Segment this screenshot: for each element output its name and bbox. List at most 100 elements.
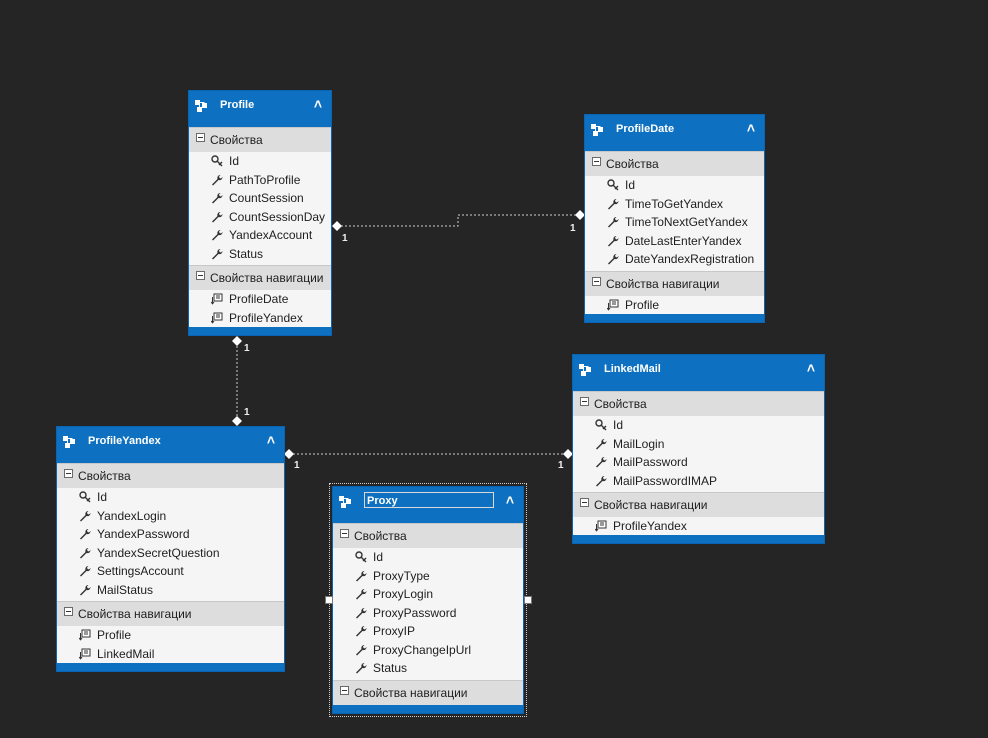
section-label: Свойства xyxy=(210,133,263,147)
navigation-properties-section[interactable]: Свойства навигации xyxy=(573,492,824,517)
navigation-property[interactable]: LinkedMail xyxy=(57,645,284,664)
collapse-toggle-icon[interactable] xyxy=(64,469,73,478)
scalar-property[interactable]: Id xyxy=(189,152,331,171)
scalar-property[interactable]: TimeToGetYandex xyxy=(585,195,764,214)
scalar-property[interactable]: ProxyLogin xyxy=(333,585,523,604)
navigation-properties-section[interactable]: Свойства навигации xyxy=(333,679,523,705)
scalar-property[interactable]: TimeToNextGetYandex xyxy=(585,213,764,232)
wrench-icon xyxy=(595,475,607,487)
association-profile-profiledate[interactable] xyxy=(337,214,580,227)
multiplicity-label: 1 xyxy=(244,343,250,354)
scalar-property[interactable]: SettingsAccount xyxy=(57,562,284,581)
collapse-toggle-icon[interactable] xyxy=(340,685,349,695)
property-list: ProfileYandex xyxy=(573,517,824,538)
resize-handle-left[interactable] xyxy=(325,596,333,604)
scalar-property[interactable]: Status xyxy=(189,245,331,264)
scalar-property[interactable]: Id xyxy=(585,176,764,195)
entity-header[interactable]: ProfileDate˄ xyxy=(585,115,764,151)
entity-header[interactable]: LinkedMail˄ xyxy=(573,355,824,391)
scalar-property[interactable]: ProxyChangeIpUrl xyxy=(333,641,523,660)
wrench-icon xyxy=(355,662,367,674)
navigation-property[interactable]: Profile xyxy=(585,296,764,315)
scalar-property[interactable]: Id xyxy=(333,548,523,567)
collapse-chevron-icon[interactable]: ˄ xyxy=(505,492,515,508)
property-name: SettingsAccount xyxy=(97,564,184,578)
entity-title[interactable]: Proxy xyxy=(364,492,494,508)
scalar-property[interactable]: MailPassword xyxy=(573,453,824,472)
scalar-property[interactable]: YandexSecretQuestion xyxy=(57,544,284,563)
wrench-icon xyxy=(355,607,367,619)
navigation-properties-section[interactable]: Свойства навигации xyxy=(585,270,764,296)
scalar-property[interactable]: Id xyxy=(573,416,824,435)
scalar-property[interactable]: ProxyIP xyxy=(333,622,523,641)
property-name: MailPasswordIMAP xyxy=(613,473,718,488)
scalar-property[interactable]: YandexAccount xyxy=(189,226,331,245)
scalar-property[interactable]: CountSession xyxy=(189,189,331,208)
properties-section[interactable]: Свойства xyxy=(573,391,824,416)
collapse-toggle-icon[interactable] xyxy=(340,529,349,538)
collapse-toggle-icon[interactable] xyxy=(196,133,205,142)
wrench-icon xyxy=(355,644,367,656)
property-name: Id xyxy=(229,154,240,168)
collapse-toggle-icon[interactable] xyxy=(592,157,601,166)
scalar-property[interactable]: CountSessionDay xyxy=(189,208,331,227)
property-name: ProfileYandex xyxy=(613,519,687,533)
collapse-toggle-icon[interactable] xyxy=(580,397,589,406)
key-icon xyxy=(607,179,619,191)
wrench-icon xyxy=(355,570,367,582)
navigation-icon xyxy=(210,312,223,324)
scalar-property[interactable]: MailLogin xyxy=(573,435,824,454)
scalar-property[interactable]: ProxyType xyxy=(333,567,523,586)
collapse-toggle-icon[interactable] xyxy=(580,498,589,507)
navigation-property[interactable]: ProfileDate xyxy=(189,290,331,309)
property-name: ProfileYandex xyxy=(229,310,303,325)
scalar-property[interactable]: PathToProfile xyxy=(189,171,331,190)
scalar-property[interactable]: DateYandexRegistration xyxy=(585,250,764,269)
entity-header[interactable]: ProfileYandex˄ xyxy=(57,427,284,463)
entity-header[interactable]: Proxy ˄ xyxy=(333,487,523,523)
collapse-chevron-icon[interactable]: ˄ xyxy=(266,432,276,448)
navigation-properties-section[interactable]: Свойства навигации xyxy=(57,601,284,626)
navigation-icon xyxy=(78,629,91,641)
navigation-property[interactable]: Profile xyxy=(57,626,284,645)
scalar-property[interactable]: MailStatus xyxy=(57,581,284,600)
scalar-property[interactable]: Status xyxy=(333,659,523,678)
multiplicity-label: 1 xyxy=(244,407,250,418)
resize-handle-right[interactable] xyxy=(524,596,532,604)
navigation-icon xyxy=(606,299,619,311)
collapse-toggle-icon[interactable] xyxy=(592,276,601,286)
collapse-chevron-icon[interactable]: ˄ xyxy=(313,96,323,112)
property-name: ProxyPassword xyxy=(373,605,457,620)
wrench-icon xyxy=(607,235,619,247)
navigation-properties-section[interactable]: Свойства навигации xyxy=(189,265,331,290)
property-name: MailStatus xyxy=(97,582,154,597)
collapse-chevron-icon[interactable]: ˄ xyxy=(746,120,756,136)
entity-header[interactable]: Profile˄ xyxy=(189,91,331,127)
properties-section[interactable]: Свойства xyxy=(57,463,284,488)
section-label: Свойства xyxy=(78,469,131,483)
properties-section[interactable]: Свойства xyxy=(189,127,331,152)
property-name: ProxyIP xyxy=(373,624,416,638)
scalar-property[interactable]: Id xyxy=(57,488,284,507)
collapse-chevron-icon[interactable]: ˄ xyxy=(806,360,816,376)
scalar-property[interactable]: YandexLogin xyxy=(57,507,284,526)
scalar-property[interactable]: DateLastEnterYandex xyxy=(585,232,764,251)
navigation-property[interactable]: ProfileYandex xyxy=(573,517,824,536)
navigation-property[interactable]: ProfileYandex xyxy=(189,309,331,328)
scalar-property[interactable]: MailPasswordIMAP xyxy=(573,472,824,491)
collapse-toggle-icon[interactable] xyxy=(64,607,73,616)
properties-section[interactable]: Свойства xyxy=(333,523,523,548)
scalar-property[interactable]: ProxyPassword xyxy=(333,604,523,623)
scalar-property[interactable]: YandexPassword xyxy=(57,525,284,544)
properties-section[interactable]: Свойства xyxy=(585,151,764,176)
wrench-icon xyxy=(607,216,619,228)
collapse-toggle-icon[interactable] xyxy=(196,271,205,280)
